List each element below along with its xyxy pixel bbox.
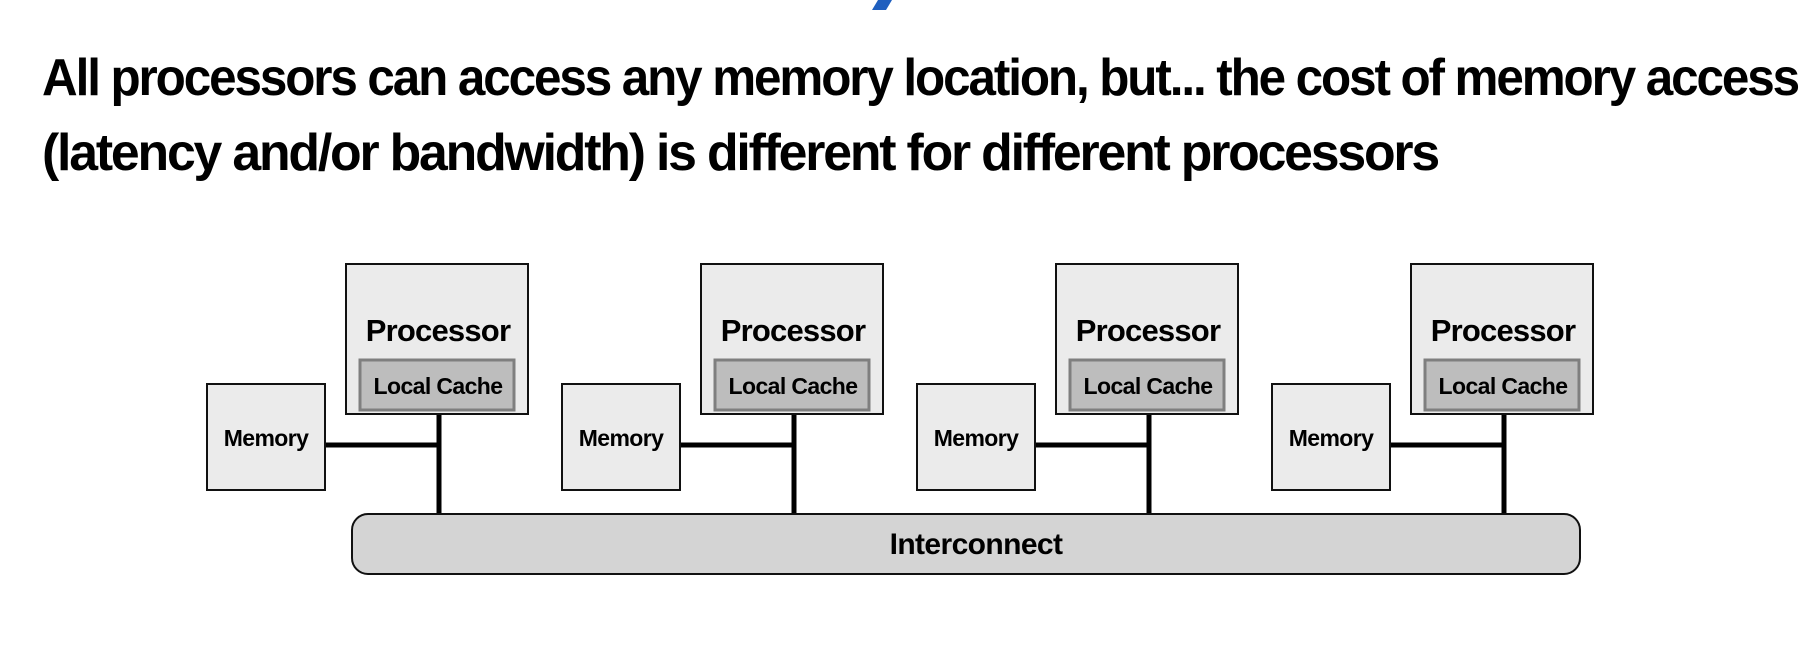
processor-label: Processor — [366, 313, 511, 348]
memory-label: Memory — [934, 425, 1019, 451]
cut-off-title-fragment — [872, 0, 892, 10]
processor-label: Processor — [721, 313, 866, 348]
interconnect-label: Interconnect — [890, 528, 1063, 561]
memory-label: Memory — [579, 425, 664, 451]
memory-box — [561, 383, 681, 491]
local-cache-box — [1068, 358, 1226, 412]
memory-box — [1271, 383, 1391, 491]
local-cache-box — [1423, 358, 1581, 412]
local-cache-label: Local Cache — [374, 373, 503, 399]
local-cache-label: Local Cache — [729, 373, 858, 399]
local-cache-label: Local Cache — [1084, 373, 1213, 399]
processor-label: Processor — [1076, 313, 1221, 348]
local-cache-box — [358, 358, 516, 412]
headline-line-2: (latency and/or bandwidth) is different … — [42, 124, 1438, 182]
processor-label: Processor — [1431, 313, 1576, 348]
interconnect-bus — [351, 513, 1581, 575]
headline-line-1: All processors can access any memory loc… — [42, 49, 1798, 107]
memory-box — [916, 383, 1036, 491]
memory-label: Memory — [224, 425, 309, 451]
local-cache-box — [713, 358, 871, 412]
memory-label: Memory — [1289, 425, 1374, 451]
memory-box — [206, 383, 326, 491]
local-cache-label: Local Cache — [1439, 373, 1568, 399]
